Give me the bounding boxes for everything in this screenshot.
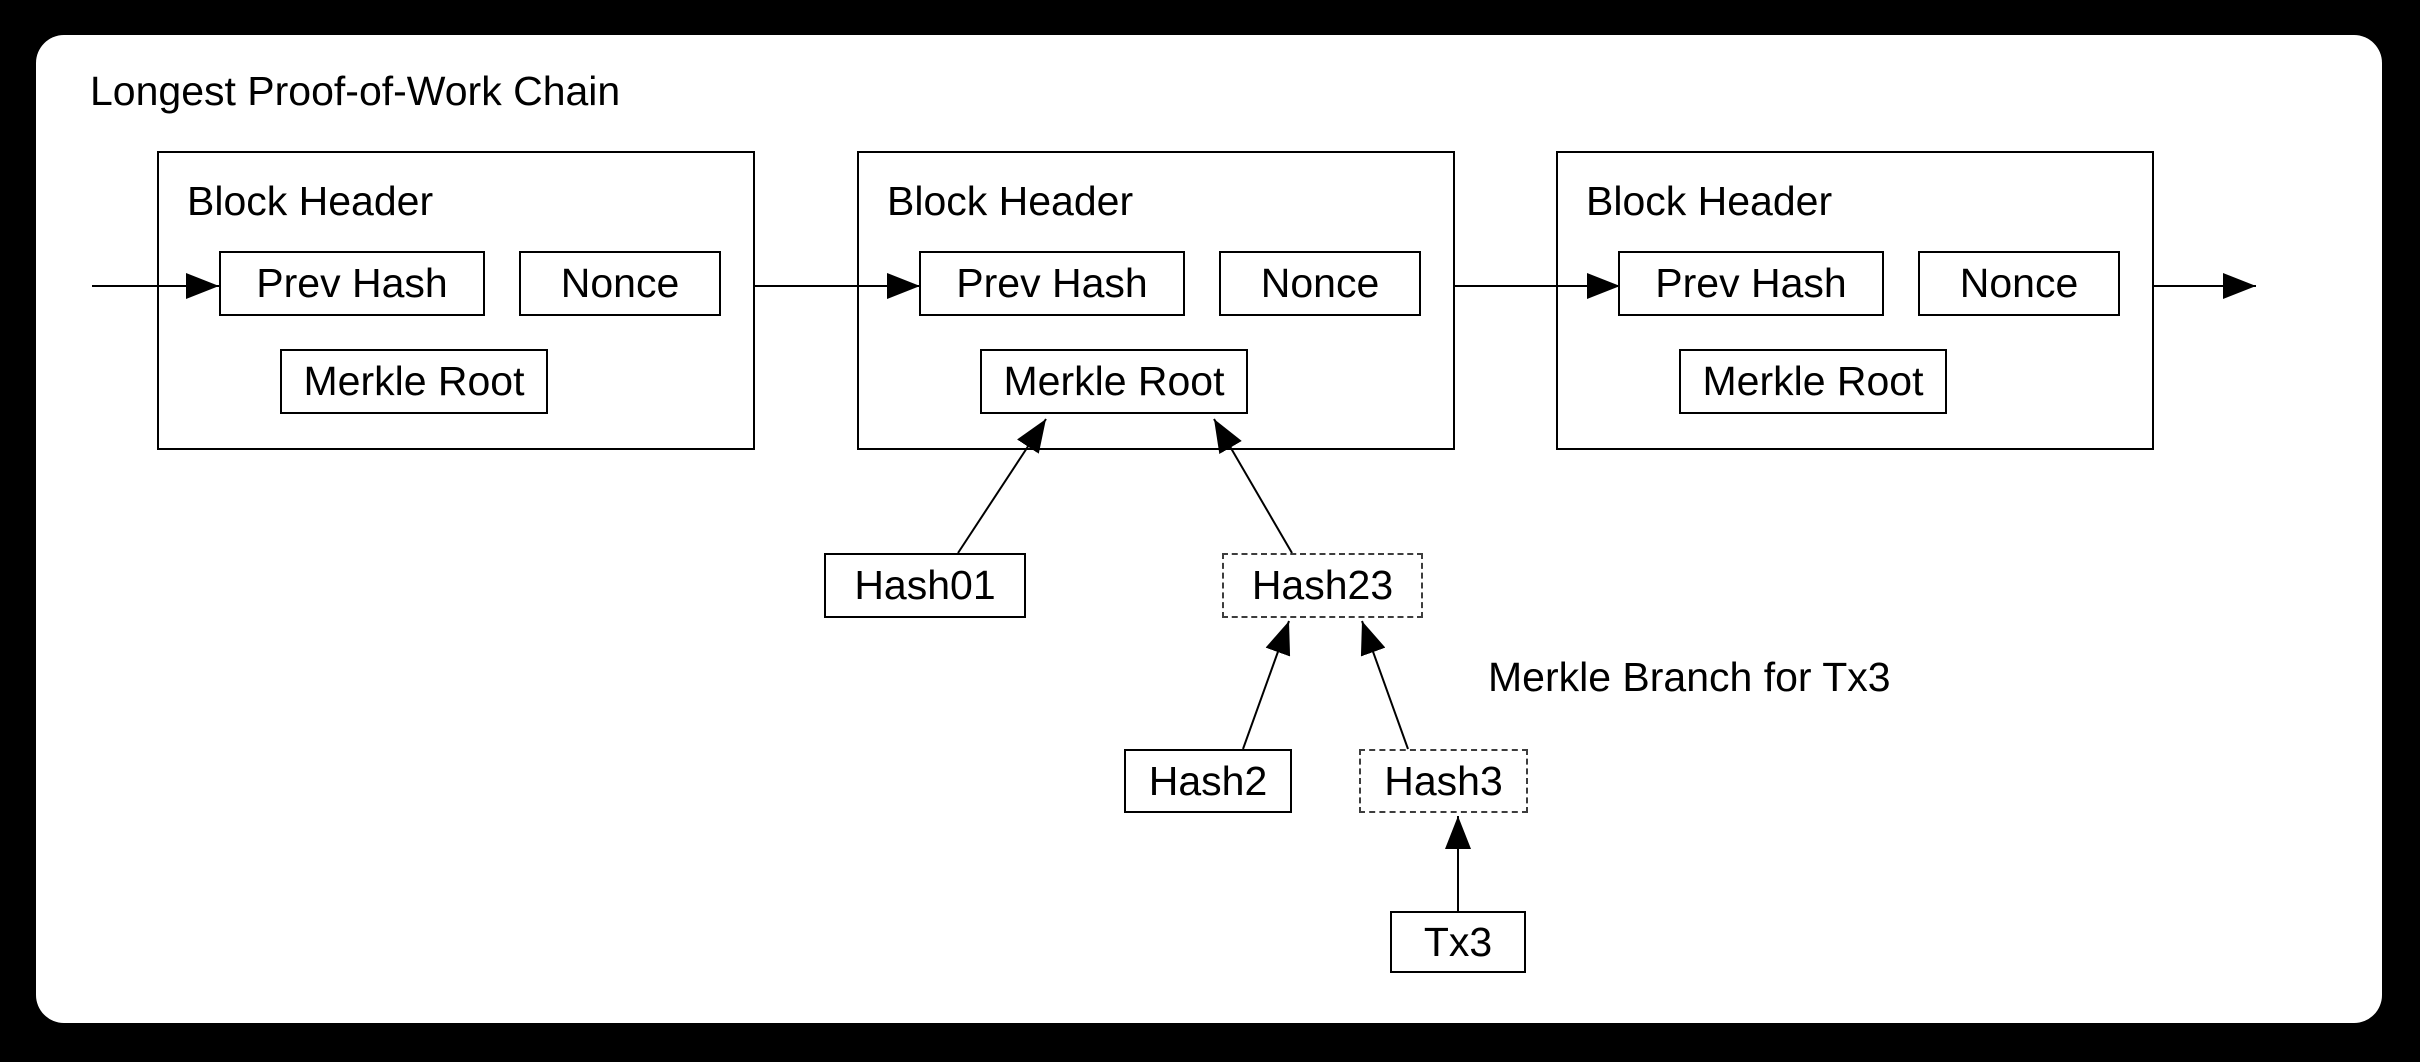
- block-1-prev-hash-box: Prev Hash: [219, 251, 485, 316]
- merkle-branch-caption: Merkle Branch for Tx3: [1488, 654, 1891, 700]
- block-2-merkle-root-box: Merkle Root: [980, 349, 1248, 414]
- block-1-merkle-root-box: Merkle Root: [280, 349, 548, 414]
- block-3-nonce-box: Nonce: [1918, 251, 2120, 316]
- block-2-prev-hash-box: Prev Hash: [919, 251, 1185, 316]
- diagram-title: Longest Proof-of-Work Chain: [90, 68, 621, 114]
- hash3-box: Hash3: [1359, 749, 1528, 813]
- block-1: Block Header Prev Hash Nonce Merkle Root: [157, 151, 755, 450]
- block-3: Block Header Prev Hash Nonce Merkle Root: [1556, 151, 2154, 450]
- hash23-box: Hash23: [1222, 553, 1423, 618]
- tx3-box: Tx3: [1390, 911, 1526, 973]
- block-1-nonce-box: Nonce: [519, 251, 721, 316]
- block-3-header-label: Block Header: [1586, 178, 1833, 224]
- block-1-header-label: Block Header: [187, 178, 434, 224]
- diagram-panel: [36, 35, 2382, 1023]
- block-3-prev-hash-box: Prev Hash: [1618, 251, 1884, 316]
- block-3-merkle-root-box: Merkle Root: [1679, 349, 1947, 414]
- block-2-header-label: Block Header: [887, 178, 1134, 224]
- hash2-box: Hash2: [1124, 749, 1292, 813]
- block-2-nonce-box: Nonce: [1219, 251, 1421, 316]
- block-2: Block Header Prev Hash Nonce Merkle Root: [857, 151, 1455, 450]
- hash01-box: Hash01: [824, 553, 1026, 618]
